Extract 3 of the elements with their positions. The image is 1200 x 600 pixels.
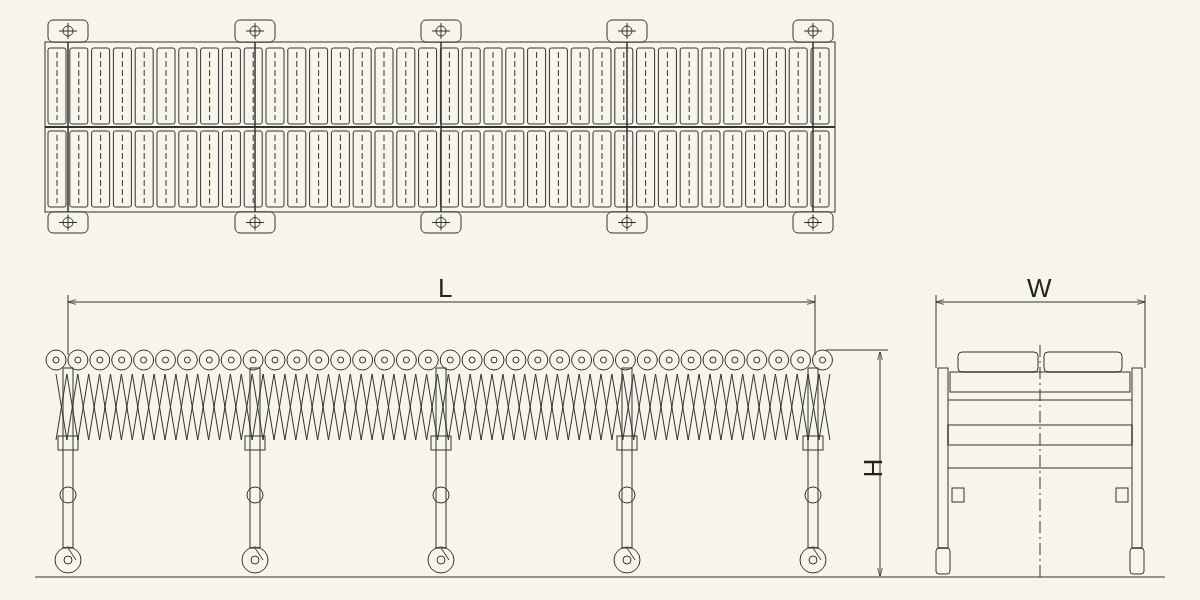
- dimension-label: W: [1027, 275, 1052, 301]
- dimension-label: L: [438, 275, 453, 301]
- dimension-label: H: [860, 458, 887, 478]
